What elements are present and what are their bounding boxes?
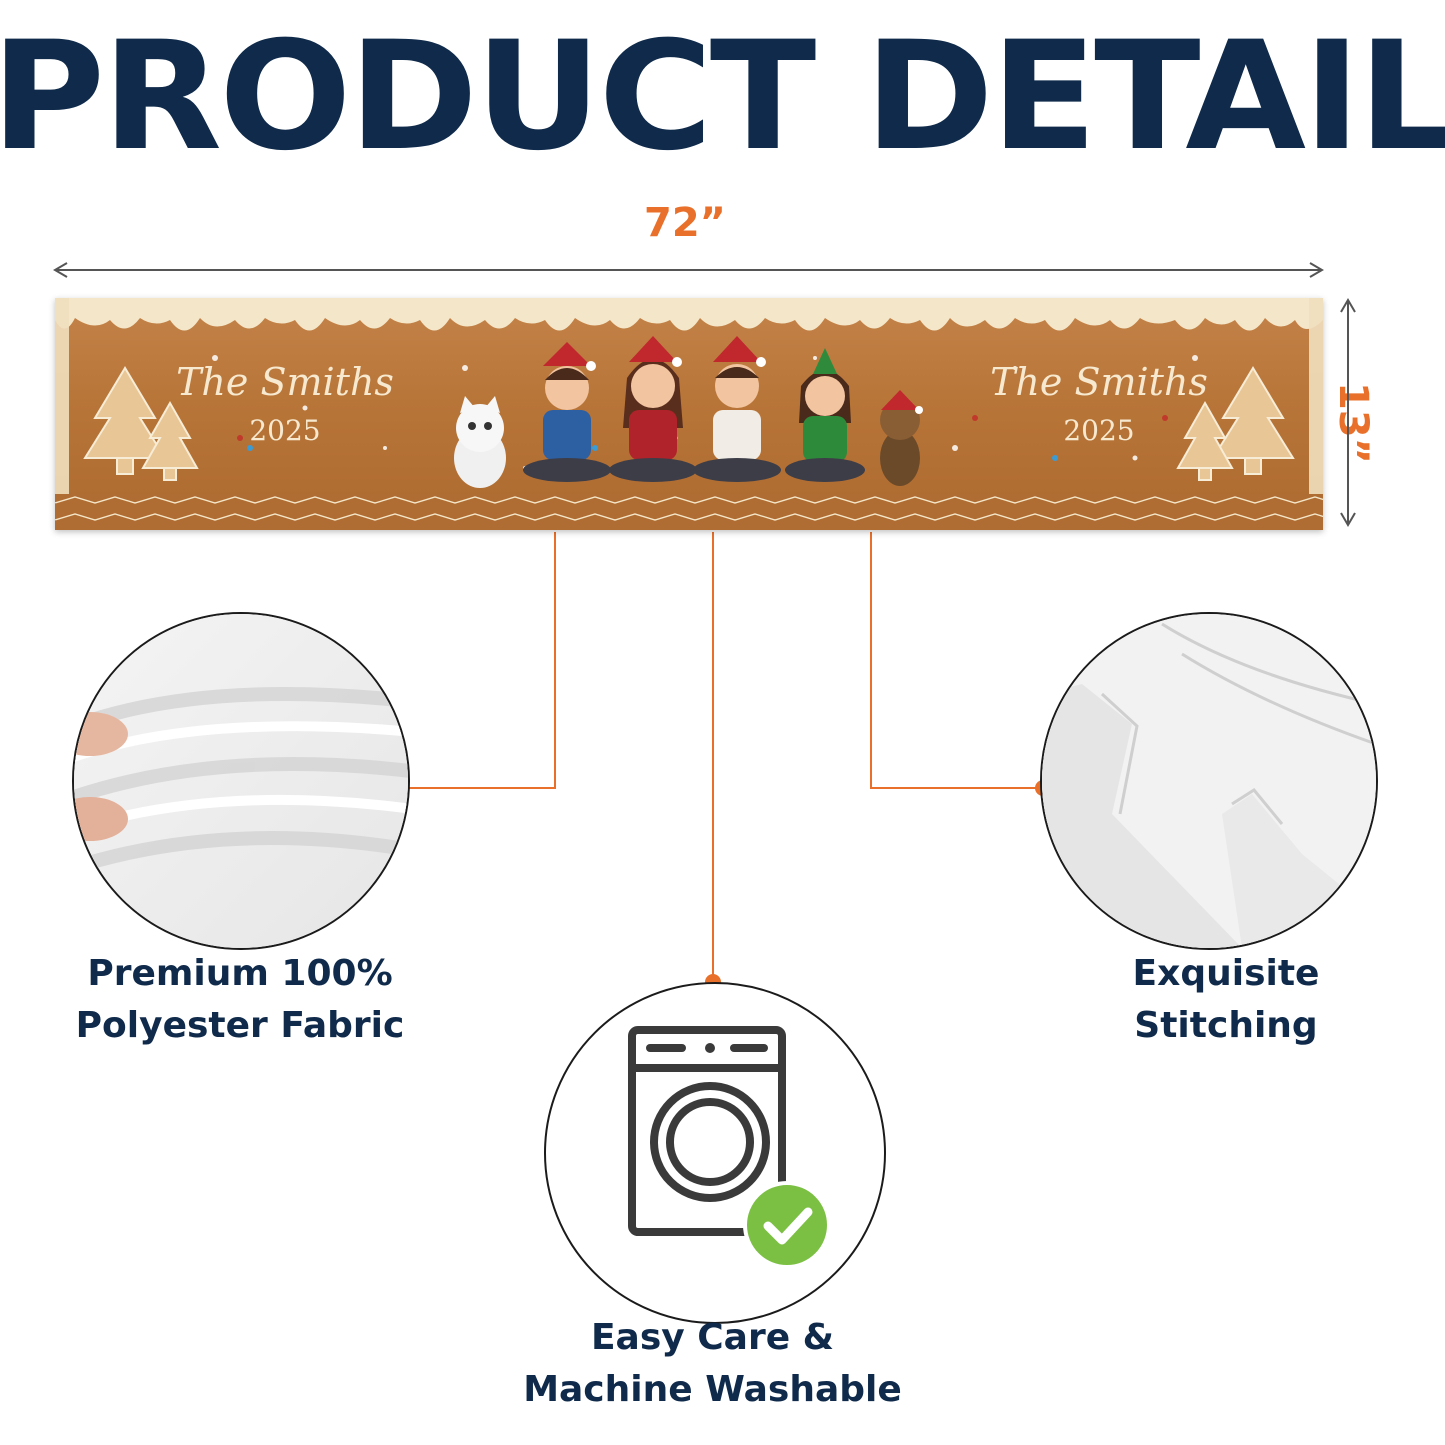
washing-machine-icon	[628, 1026, 786, 1236]
gingerbread-tree-right	[1176, 366, 1295, 481]
person-figure-3	[693, 336, 781, 482]
runner-left-name: The Smiths	[176, 360, 394, 404]
cat-figure	[454, 396, 506, 488]
width-arrow	[53, 262, 1324, 278]
stitching-feature-label: Exquisite Stitching	[1132, 953, 1320, 1046]
dog-figure	[880, 390, 923, 486]
person-figure-1	[523, 342, 611, 482]
page-title: PRODUCT DETAIL	[0, 10, 1445, 184]
fabric-closeup-image	[72, 612, 410, 950]
fabric-texture	[74, 614, 408, 948]
care-feature-label: Easy Care & Machine Washable	[523, 1317, 902, 1410]
person-figure-4	[785, 348, 865, 482]
finger-bottom	[74, 797, 128, 841]
runner-left-year: 2025	[249, 414, 321, 447]
finger-top	[74, 712, 128, 756]
runner-right-name: The Smiths	[990, 360, 1208, 404]
table-runner-image: The Smiths 2025 The Smiths 2025	[55, 298, 1323, 530]
washing-machine-circle	[544, 982, 886, 1324]
runner-right-year: 2025	[1063, 414, 1135, 447]
runner-decoration	[55, 298, 1323, 530]
person-figure-2	[609, 336, 697, 482]
stitching-texture	[1042, 614, 1376, 948]
gingerbread-tree-left	[83, 366, 199, 481]
checkmark-icon	[743, 1181, 831, 1269]
stitching-connector-line	[870, 532, 1043, 789]
stitching-closeup-image	[1040, 612, 1378, 950]
fabric-feature-label: Premium 100% Polyester Fabric	[75, 953, 405, 1046]
height-arrow	[1340, 298, 1356, 527]
fabric-connector-line	[380, 532, 556, 789]
width-dimension-label: 72”	[644, 200, 726, 246]
